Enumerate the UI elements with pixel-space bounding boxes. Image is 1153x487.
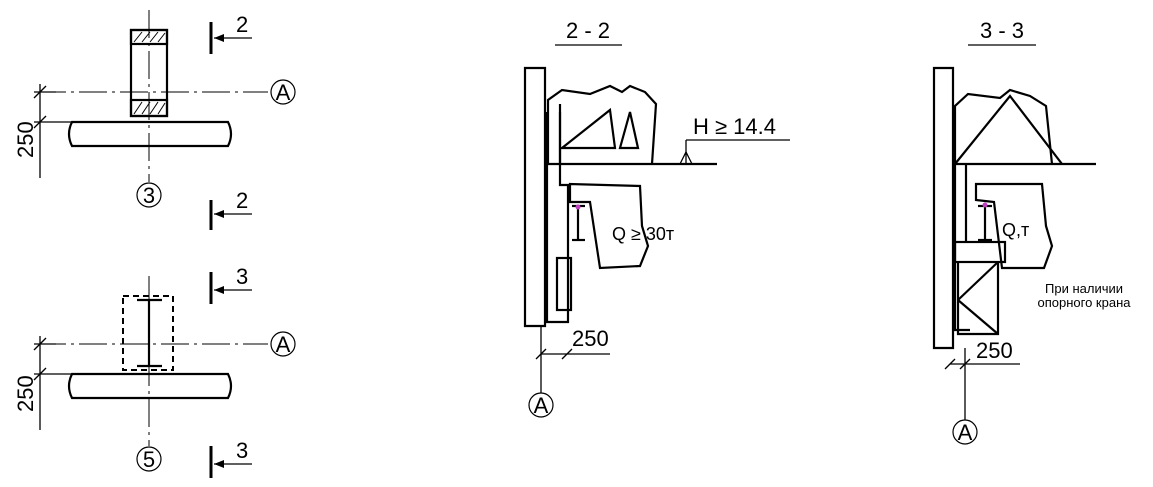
column (953, 164, 970, 332)
dimension: 250 (13, 336, 72, 430)
section-cut-bottom: 3 (209, 438, 252, 478)
section-number: 2 (236, 12, 248, 37)
axis-marker: A (270, 331, 296, 357)
section-number: 3 (236, 438, 248, 463)
column-plan-steel (122, 276, 174, 446)
crane-load-label: Q,т (1002, 220, 1029, 240)
section-title: 2 - 2 (566, 18, 610, 43)
support-crane-bracket (953, 240, 1007, 336)
axis-letter: A (534, 393, 549, 418)
plan-top: A 3 2 2 250 (13, 10, 296, 230)
column-marker: 3 (136, 182, 162, 208)
section-number: 2 (236, 188, 248, 213)
wall-slab-bottom (67, 372, 233, 400)
axis-marker: A (270, 79, 296, 105)
section-2-2: 2 - 2 H ≥ 14.4 Q ≥ 30т (523, 18, 790, 418)
crane-load-label: Q ≥ 30т (612, 224, 674, 244)
axis-letter: A (276, 332, 291, 357)
dimension: 250 (535, 326, 610, 380)
note-line-2: опорного крана (1038, 295, 1132, 310)
dimension-value: 250 (572, 326, 609, 351)
column-marker: 5 (136, 446, 162, 472)
axis-marker: A (952, 419, 978, 445)
section-cut-top: 2 (209, 12, 252, 54)
note-line-1: При наличии (1045, 281, 1123, 296)
column-plan-solid (129, 10, 169, 182)
plan-bottom: A 5 3 3 250 (13, 264, 296, 478)
roof-truss (953, 88, 1063, 165)
axis-marker: A (528, 392, 554, 418)
roof-truss (546, 84, 658, 165)
dimension: 250 (13, 84, 72, 178)
axis-letter: A (958, 420, 973, 445)
dimension-value: 250 (976, 338, 1013, 363)
section-cut-bottom: 2 (209, 188, 252, 230)
wall (523, 66, 547, 328)
dimension-value: 250 (13, 375, 38, 412)
section-title: 3 - 3 (980, 18, 1024, 43)
crane-girder (568, 182, 650, 270)
dimension-value: 250 (13, 121, 38, 158)
height-label: H ≥ 14.4 (693, 114, 776, 139)
height-marker: H ≥ 14.4 (679, 114, 790, 165)
column (545, 112, 570, 324)
wall (932, 66, 955, 350)
section-number: 3 (236, 264, 248, 289)
dimension: 250 (944, 338, 1020, 420)
section-cut-top: 3 (209, 264, 252, 304)
column-number: 5 (143, 447, 155, 472)
column-number: 3 (143, 183, 155, 208)
wall-slab-top (67, 120, 233, 148)
axis-letter: A (276, 80, 291, 105)
column-opening (555, 256, 573, 312)
crane-girder (974, 182, 1054, 270)
section-3-3: 3 - 3 Q,т При наличии опорного крана (932, 18, 1132, 445)
